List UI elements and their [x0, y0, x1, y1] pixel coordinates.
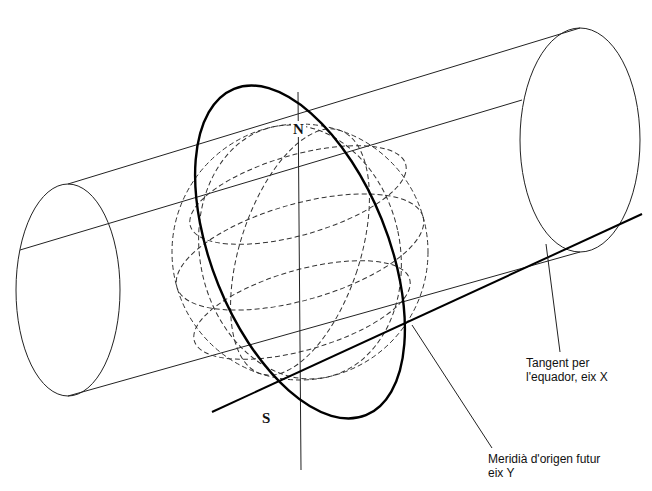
cylinder-end	[16, 184, 120, 396]
leader-line	[546, 244, 560, 352]
leader-line	[412, 325, 492, 448]
cylinder-end	[520, 28, 640, 252]
pole-label: S	[260, 410, 272, 426]
cylinder-side	[68, 252, 580, 396]
polar-axis	[298, 92, 301, 470]
axis-note: Tangent per l'equador, eix X	[524, 356, 646, 384]
sphere-parallel	[183, 241, 420, 380]
axis-note: Meridià d'origen futur eix Y	[486, 452, 618, 480]
origin-meridian	[152, 56, 447, 448]
pole-label: N	[291, 121, 306, 137]
